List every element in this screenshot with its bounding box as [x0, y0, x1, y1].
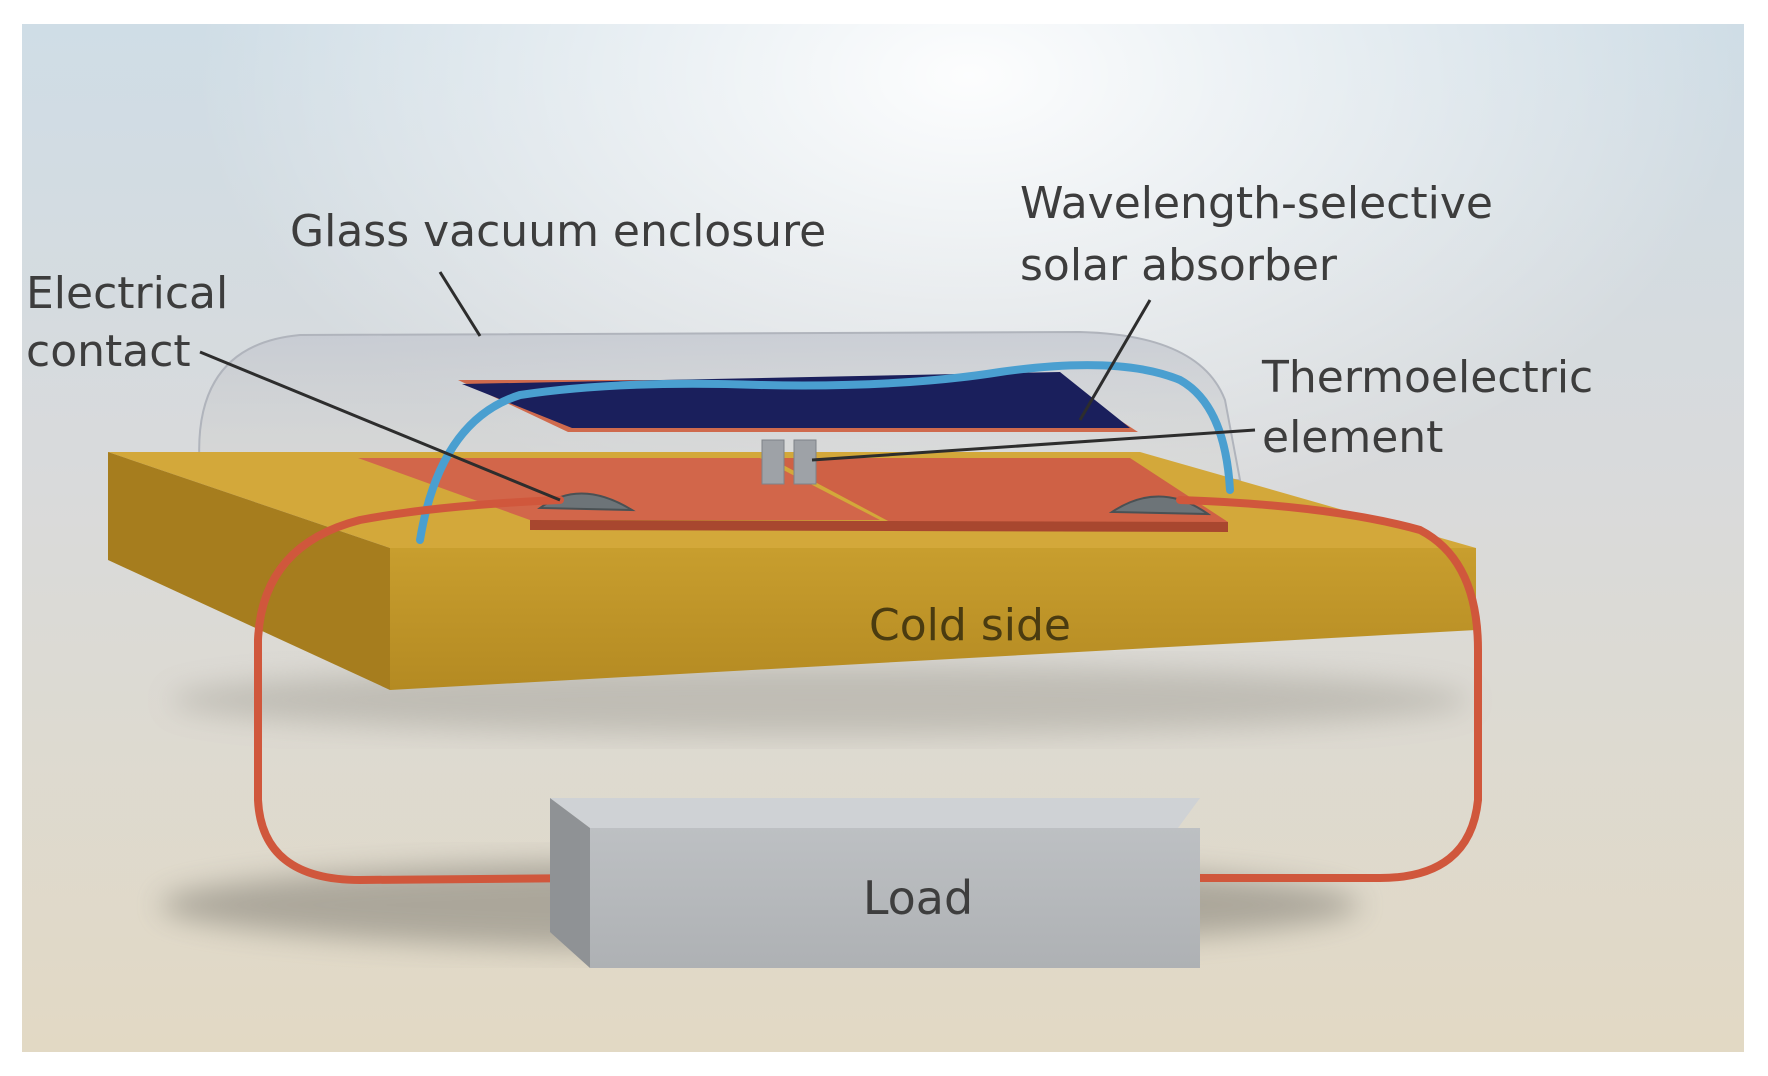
label-load: Load: [863, 871, 973, 925]
label-electrical: Electrical: [26, 268, 228, 319]
circuit-wire-left: [254, 496, 594, 885]
load-left-face: [550, 798, 590, 968]
label-cold-side: Cold side: [869, 600, 1071, 651]
cold-side-front-face: [390, 548, 1476, 690]
thermoelectric-leg-right: [793, 439, 817, 485]
copper-plate-edge: [530, 520, 1228, 532]
load-front-face: [590, 828, 1200, 968]
label-element: element: [1262, 412, 1443, 463]
label-glass-vacuum-enclosure: Glass vacuum enclosure: [290, 206, 826, 257]
label-thermoelectric: Thermoelectric: [1261, 352, 1593, 403]
blue-wire: [416, 361, 1234, 544]
circuit-wire-right: [1176, 496, 1482, 882]
copper-plate-right: [770, 458, 1228, 522]
electrical-contact-right: [1108, 495, 1212, 516]
load-box: [550, 798, 1200, 968]
cold-side-left-face: [108, 452, 390, 690]
load-top-face: [550, 798, 1200, 828]
leader-thermoelectric: [811, 428, 1256, 462]
leader-glass: [438, 271, 482, 337]
label-contact: contact: [26, 326, 191, 377]
label-wavelength-selective: Wavelength-selective: [1020, 178, 1493, 229]
leader-electrical-contact: [199, 350, 561, 502]
thermoelectric-leg-left: [761, 439, 785, 485]
leader-absorber: [1078, 299, 1152, 421]
label-solar-absorber: solar absorber: [1020, 240, 1338, 291]
